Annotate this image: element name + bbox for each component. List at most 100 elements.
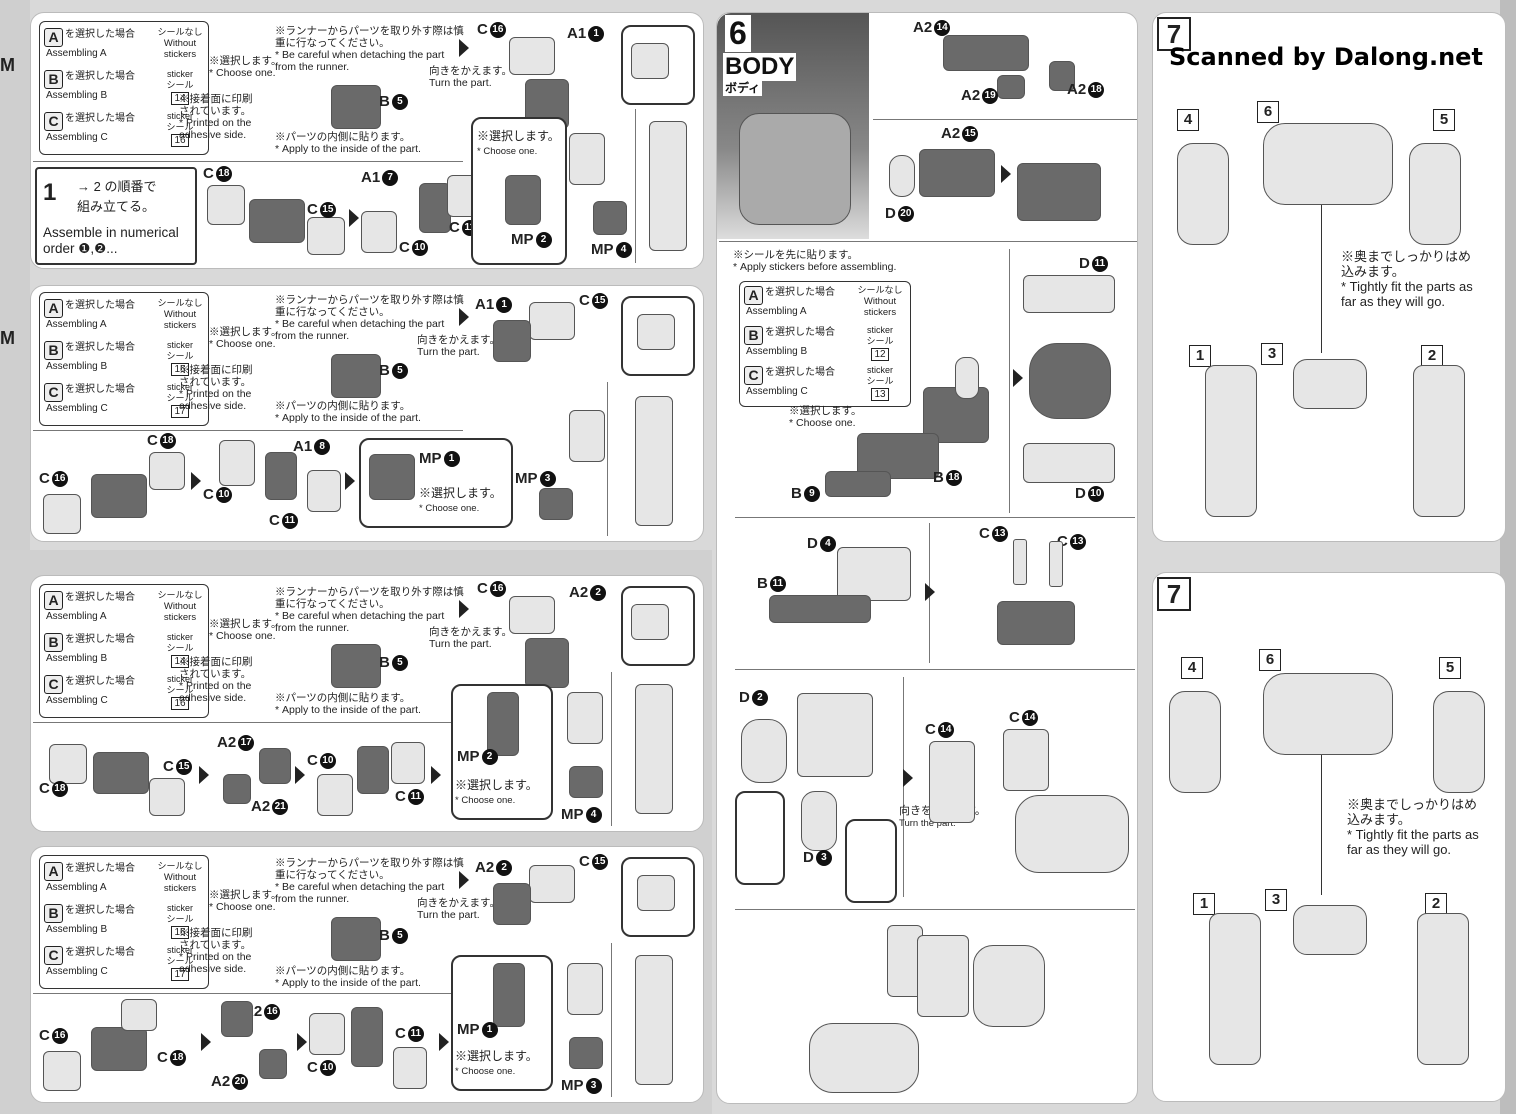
step7-panel-1: 7 Scanned by Dalong.net 4 6 5 ※奥までしっかりはめ… <box>1152 12 1506 542</box>
printed-note: ※接着面に印刷されています。* Printed on the adhesive … <box>179 927 253 975</box>
detail-callout <box>845 819 897 903</box>
head-frame <box>797 693 873 777</box>
divider <box>33 430 463 431</box>
forearm-part <box>43 494 81 534</box>
torso-skirt <box>825 471 891 497</box>
printed-note: ※接着面に印刷されています。* Printed on the adhesive … <box>179 364 253 412</box>
finished-arm <box>635 955 673 1085</box>
leader-line <box>1321 755 1322 895</box>
step-arrow <box>459 308 469 326</box>
shoulder-cover <box>509 596 555 634</box>
forearm-core <box>91 474 147 518</box>
position-6: 6 <box>1259 649 1281 671</box>
upper-arm-cover <box>391 742 425 784</box>
waist <box>1293 905 1367 955</box>
step-arrow <box>903 769 913 787</box>
forearm-cover <box>149 452 185 490</box>
step-arrow <box>431 766 441 784</box>
watermark: Scanned by Dalong.net <box>1169 43 1483 71</box>
upper-arm-joint <box>419 183 451 233</box>
shoulder-part <box>331 354 381 398</box>
finished-arm <box>635 396 673 526</box>
upper-arm-cover <box>307 470 341 512</box>
divider <box>873 119 1137 120</box>
divider <box>735 909 1135 910</box>
sequence-number: 1 <box>43 179 57 206</box>
back-pin-a <box>1013 539 1027 585</box>
edge-letter: M <box>0 328 15 348</box>
divider <box>903 677 904 897</box>
divider <box>611 672 612 826</box>
arm-left <box>1177 143 1229 245</box>
divider <box>607 382 608 536</box>
step7-panel-2: 7 4 6 5 ※奥までしっかりはめ込みます。* Tightly fit the… <box>1152 572 1506 1102</box>
divider <box>1009 249 1010 513</box>
forearm-core <box>93 752 149 794</box>
forearm-part <box>207 185 245 225</box>
sequence-line: order ❶,❷... <box>43 241 118 256</box>
waist-block <box>943 35 1029 71</box>
elbow-cap <box>223 774 251 804</box>
side-part-a <box>929 741 975 823</box>
divider <box>735 669 1135 670</box>
final-torso <box>809 1023 919 1093</box>
body-hero-figure <box>739 113 851 225</box>
step-number: 6 <box>725 15 751 52</box>
position-2: 2 <box>1425 893 1447 915</box>
rotated-part <box>637 875 675 911</box>
position-3: 3 <box>1261 343 1283 365</box>
waist-small <box>997 75 1025 99</box>
arm-assembly <box>567 692 603 744</box>
choose-text: ※選択します。* Choose one. <box>419 486 502 514</box>
upper-arm-shell <box>309 1013 345 1055</box>
head-half <box>741 719 787 783</box>
forearm-cover <box>121 999 157 1031</box>
detail-callout <box>735 791 785 885</box>
careful-note: ※ランナーからパーツを取り外す際は慎重に行なってください。* Be carefu… <box>275 586 464 634</box>
shoulder-part <box>331 917 381 961</box>
upper-arm-cover <box>393 1047 427 1089</box>
choose-note: ※選択します。* Choose one. <box>789 405 862 429</box>
sequence-line: 組み立てる。 <box>77 199 156 214</box>
apply-inside-note: ※パーツの内側に貼ります。* Apply to the inside of th… <box>275 692 421 716</box>
elbow-cap <box>259 1049 287 1079</box>
torso-assembled <box>1015 795 1129 873</box>
choose-note: ※選択します。* Choose one. <box>209 55 282 79</box>
careful-note: ※ランナーからパーツを取り外す際は慎重に行なってください。* Be carefu… <box>275 857 464 905</box>
arm-assembly <box>569 410 605 462</box>
position-1: 1 <box>1193 893 1215 915</box>
hand-part <box>487 692 519 756</box>
position-3: 3 <box>1265 889 1287 911</box>
shoulder-cover <box>529 302 575 340</box>
turn-callout <box>621 857 695 937</box>
pelvis-assembled <box>1017 163 1101 221</box>
